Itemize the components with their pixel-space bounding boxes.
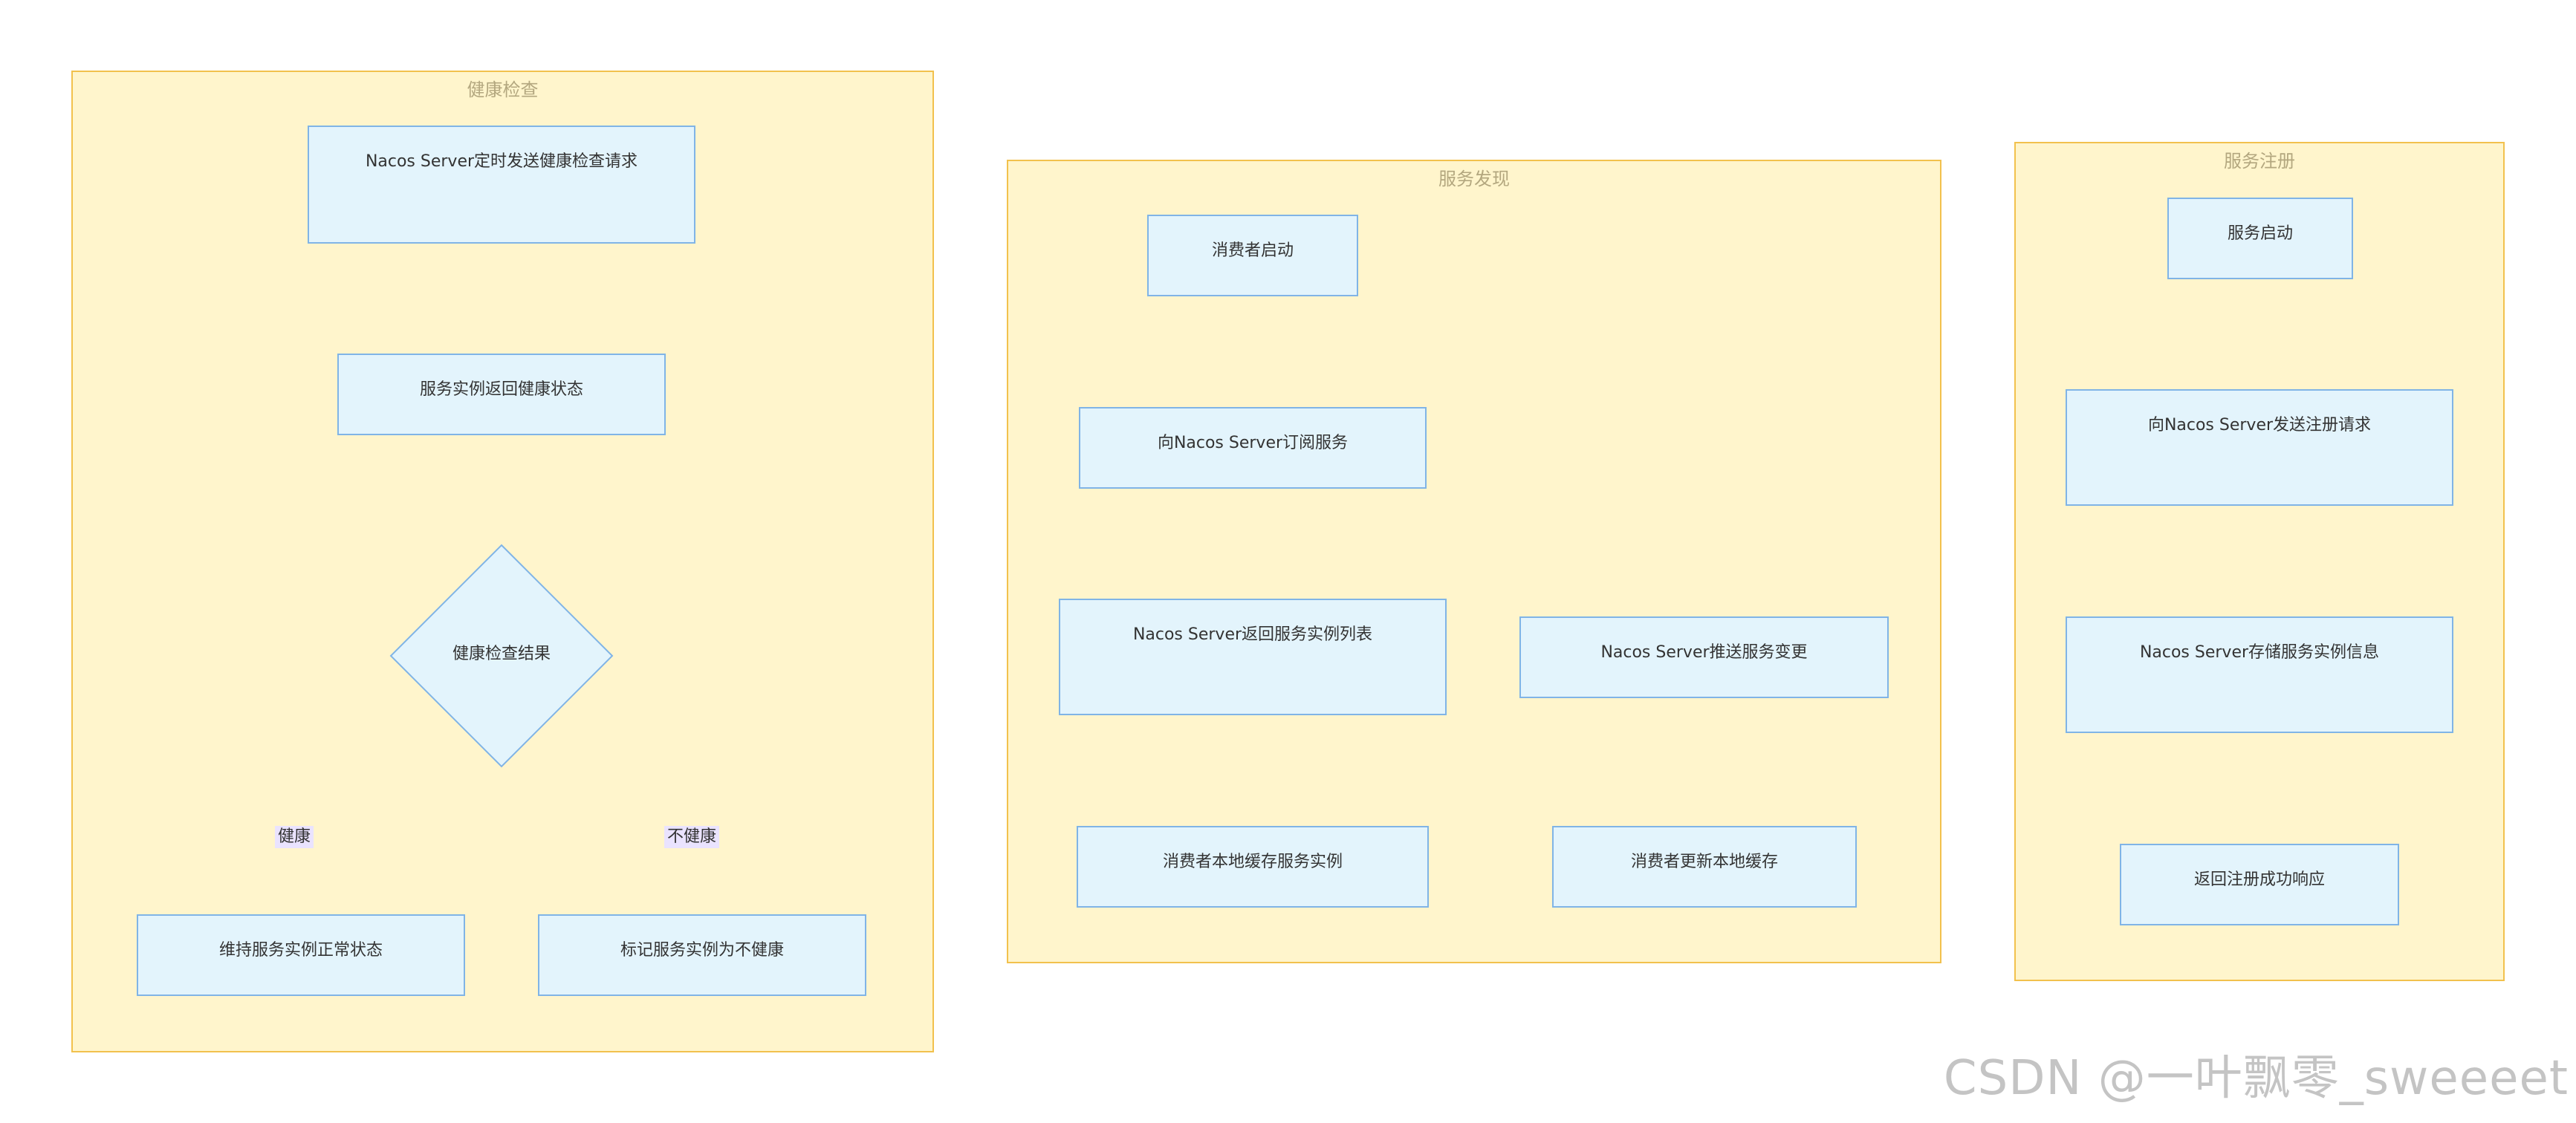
node-send-health-request: Nacos Server定时发送健康检查请求 [308, 126, 695, 244]
node-subscribe-service: 向Nacos Server订阅服务 [1079, 407, 1427, 489]
node-return-success: 返回注册成功响应 [2120, 844, 2399, 925]
node-health-decision [389, 544, 614, 768]
node-push-change: Nacos Server推送服务变更 [1519, 616, 1889, 698]
node-local-cache: 消费者本地缓存服务实例 [1077, 826, 1429, 908]
node-consumer-start: 消费者启动 [1147, 215, 1358, 296]
cluster-title: 健康检查 [467, 79, 539, 100]
watermark: CSDN @一叶飘零_sweeeet [1943, 1051, 2569, 1106]
node-keep-normal: 维持服务实例正常状态 [137, 914, 465, 996]
node-update-cache: 消费者更新本地缓存 [1552, 826, 1857, 908]
node-send-register: 向Nacos Server发送注册请求 [2066, 389, 2453, 506]
edge-label-healthy: 健康 [275, 826, 314, 848]
cluster-title: 服务发现 [1438, 169, 1510, 189]
cluster-service-registration: 服务注册 [2014, 142, 2505, 981]
health-decision-label: 健康检查结果 [452, 645, 551, 663]
node-mark-unhealthy: 标记服务实例为不健康 [538, 914, 866, 996]
edge-label-unhealthy: 不健康 [664, 826, 720, 848]
cluster-title: 服务注册 [2224, 151, 2295, 172]
node-return-health-status: 服务实例返回健康状态 [337, 354, 666, 435]
node-store-info: Nacos Server存储服务实例信息 [2066, 616, 2453, 733]
node-service-start: 服务启动 [2167, 198, 2353, 279]
node-return-instance-list: Nacos Server返回服务实例列表 [1059, 599, 1447, 715]
